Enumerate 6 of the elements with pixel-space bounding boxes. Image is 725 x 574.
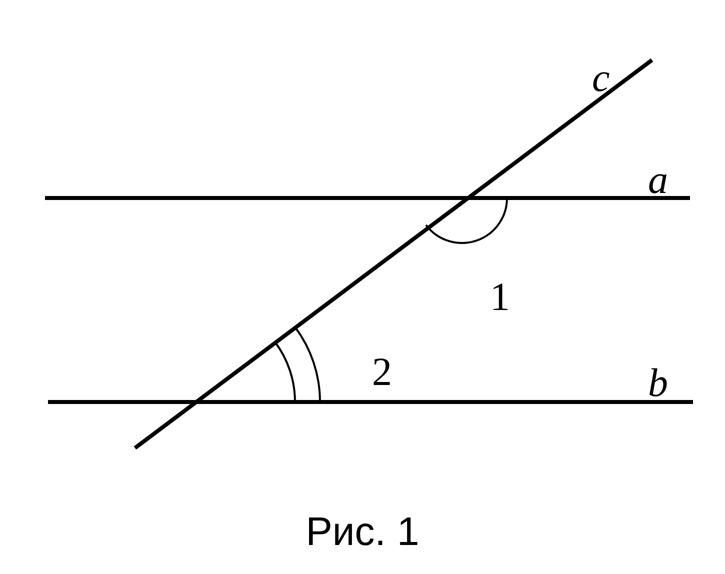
line-label: c	[592, 58, 610, 98]
line-label: a	[648, 160, 668, 200]
angle-label: 1	[490, 277, 510, 317]
angle-label: 2	[372, 352, 392, 392]
figure-caption: Рис. 1	[304, 512, 420, 552]
line-label: b	[648, 363, 668, 403]
